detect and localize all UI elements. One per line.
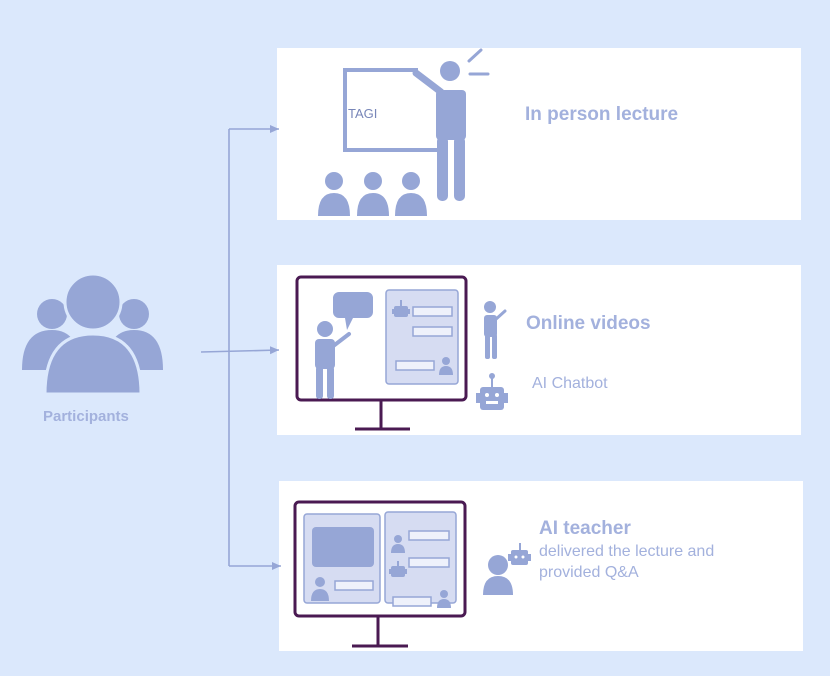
in-person-lecture-panel bbox=[277, 48, 801, 220]
whiteboard-icon bbox=[343, 68, 437, 152]
online-videos-title: Online videos bbox=[526, 313, 651, 334]
ai-teacher-title: AI teacher bbox=[539, 518, 631, 539]
standing-person-icon bbox=[484, 301, 507, 359]
participants-label: Participants bbox=[43, 408, 129, 425]
connector-arrows bbox=[200, 125, 281, 570]
participants-icon bbox=[22, 272, 163, 396]
ai-chatbot-label: AI Chatbot bbox=[532, 375, 608, 392]
video-monitor-icon bbox=[295, 275, 468, 431]
board-text: TAGI bbox=[348, 106, 378, 121]
robot-icon bbox=[476, 373, 508, 410]
person-with-robot-icon bbox=[483, 543, 531, 595]
ai-teacher-desc-line2: provided Q&A bbox=[539, 564, 639, 581]
audience-icon bbox=[318, 172, 427, 216]
in-person-lecture-title: In person lecture bbox=[525, 104, 679, 125]
ai-teacher-monitor-icon bbox=[293, 500, 467, 648]
ai-teacher-desc-line1: delivered the lecture and bbox=[539, 543, 715, 560]
lecturer-icon bbox=[412, 48, 490, 201]
